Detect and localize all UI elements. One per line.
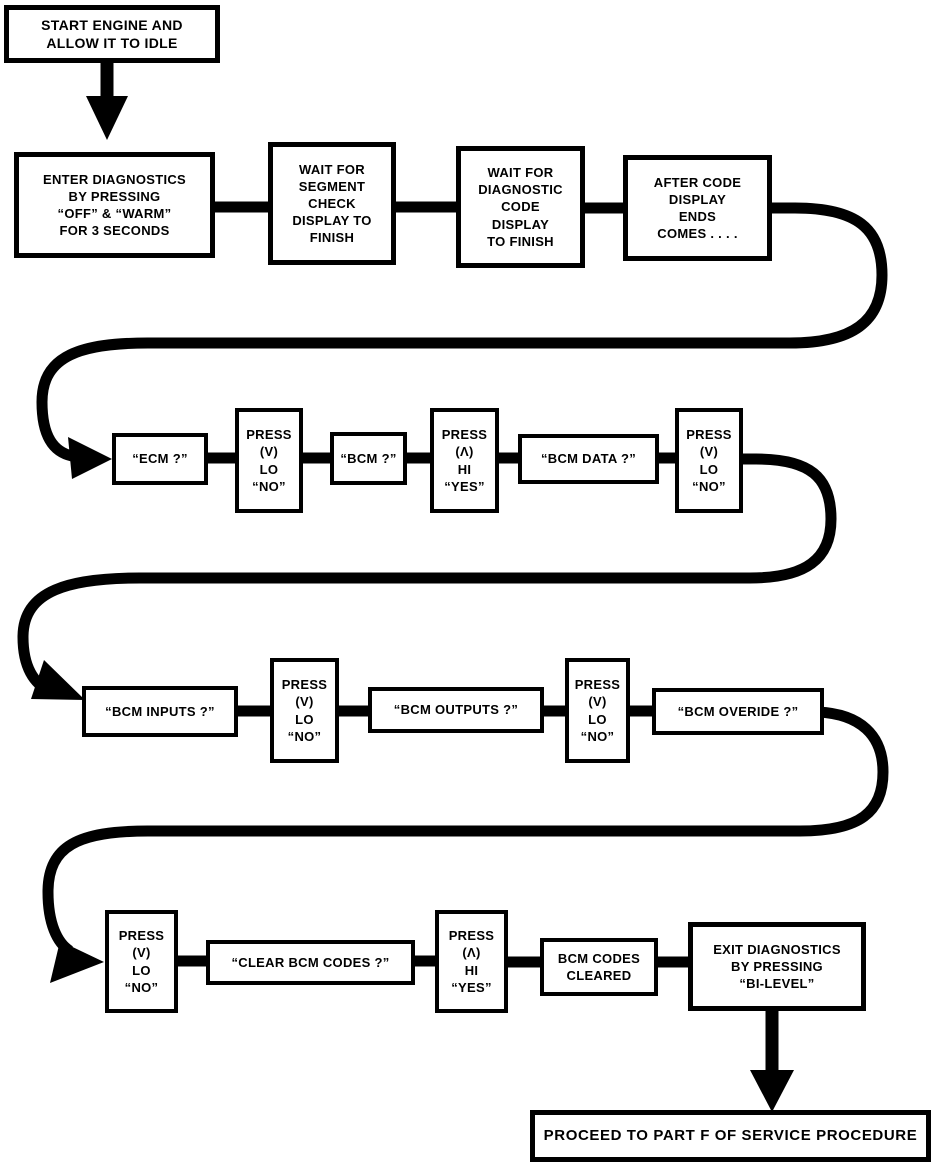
node-bcm-inputs-prompt: “BCM INPUTS ?” <box>82 686 238 737</box>
node-press-hi-yes-1: PRESS (Λ) HI “YES” <box>430 408 499 513</box>
node-clear-bcm-codes-prompt: “CLEAR BCM CODES ?” <box>206 940 415 985</box>
row5-links <box>173 955 692 968</box>
node-bcm-outputs-prompt: “BCM OUTPUTS ?” <box>368 687 544 733</box>
node-ecm-prompt: “ECM ?” <box>112 433 208 485</box>
node-start-engine: START ENGINE AND ALLOW IT TO IDLE <box>4 5 220 63</box>
node-bcm-codes-cleared: BCM CODES CLEARED <box>540 938 658 996</box>
node-press-lo-no-4: PRESS (V) LO “NO” <box>565 658 630 763</box>
node-press-lo-no-1: PRESS (V) LO “NO” <box>235 408 303 513</box>
node-press-lo-no-5: PRESS (V) LO “NO” <box>105 910 178 1013</box>
node-press-lo-no-3: PRESS (V) LO “NO” <box>270 658 339 763</box>
node-exit-diagnostics: EXIT DIAGNOSTICS BY PRESSING “BI-LEVEL” <box>688 922 866 1011</box>
row2-links <box>210 201 627 214</box>
arrowhead-row4 <box>31 660 85 700</box>
node-after-code-display: AFTER CODE DISPLAY ENDS COMES . . . . <box>623 155 772 261</box>
arrowhead-row5 <box>50 941 104 983</box>
node-bcm-data-prompt: “BCM DATA ?” <box>518 434 659 484</box>
serpentine-row3-row4 <box>17 453 837 697</box>
serpentine-row4-row5 <box>42 706 889 956</box>
node-proceed-part-f: PROCEED TO PART F OF SERVICE PROCEDURE <box>530 1110 931 1162</box>
node-wait-segment-check: WAIT FOR SEGMENT CHECK DISPLAY TO FINISH <box>268 142 396 265</box>
arrowhead-exit-down <box>750 1070 794 1112</box>
node-wait-diagnostic-code: WAIT FOR DIAGNOSTIC CODE DISPLAY TO FINI… <box>456 146 585 268</box>
node-bcm-prompt: “BCM ?” <box>330 432 407 485</box>
node-press-hi-yes-2: PRESS (Λ) HI “YES” <box>435 910 508 1013</box>
node-press-lo-no-2: PRESS (V) LO “NO” <box>675 408 743 513</box>
serpentine-row2-row3 <box>36 202 888 462</box>
node-enter-diagnostics: ENTER DIAGNOSTICS BY PRESSING “OFF” & “W… <box>14 152 215 258</box>
node-bcm-overide-prompt: “BCM OVERIDE ?” <box>652 688 824 735</box>
arrowhead-start-down <box>86 96 128 140</box>
arrowhead-row3 <box>68 437 112 479</box>
